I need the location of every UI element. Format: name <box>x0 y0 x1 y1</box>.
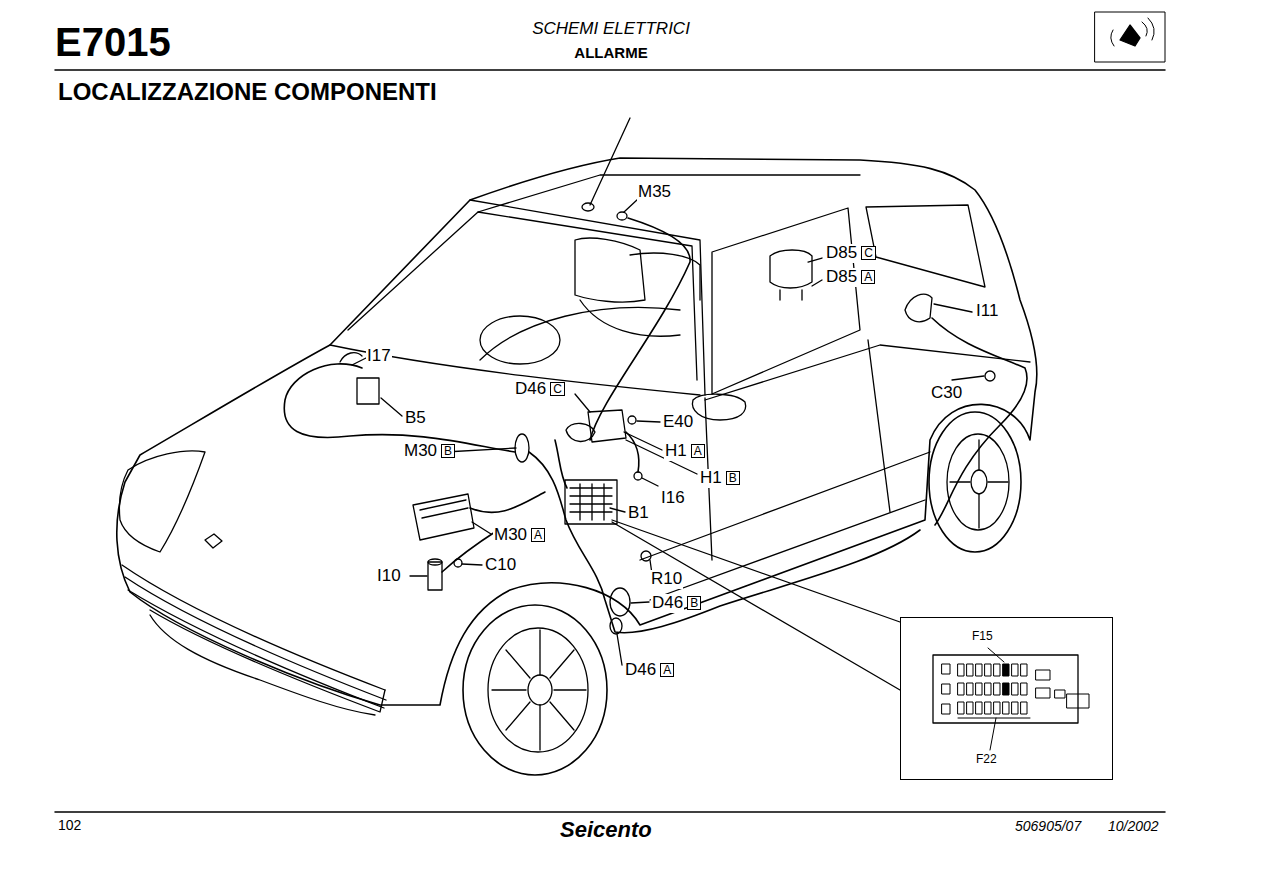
callout-label: D85 <box>825 268 858 287</box>
callout-label: C30 <box>930 384 963 403</box>
page-number: 102 <box>58 818 81 833</box>
callout-label: I16 <box>660 489 686 508</box>
section-subtitle: ALLARME <box>461 45 761 62</box>
callout-label: I11 <box>975 302 999 321</box>
callout-label: E40 <box>662 413 694 432</box>
document-code: 506905/07 <box>1015 819 1081 834</box>
callout-label: H1 <box>664 442 688 461</box>
callout-label: M35 <box>637 183 672 202</box>
callout-label: R10 <box>650 570 683 589</box>
callout-label: D85 <box>825 244 858 263</box>
callout-label: C10 <box>484 556 517 575</box>
connector-callout: D46B <box>651 594 701 613</box>
callout-label: D46 <box>514 380 547 399</box>
callout-label: B1 <box>627 504 650 523</box>
fuse-label: F22 <box>975 753 998 766</box>
section-title: SCHEMI ELETTRICI <box>461 20 761 39</box>
callout-label: B5 <box>404 409 427 428</box>
connector-letter: A <box>691 444 705 458</box>
connector-callout: D46A <box>624 661 674 680</box>
connector-callout: D85C <box>825 244 876 263</box>
callout-label: I17 <box>366 347 392 366</box>
connector-callout: H1A <box>664 442 705 461</box>
connector-callout: M30B <box>403 442 455 461</box>
connector-letter: A <box>861 270 875 284</box>
callout-label: I10 <box>376 567 402 586</box>
connector-letter: C <box>550 382 565 396</box>
connector-letter: A <box>531 528 545 542</box>
callout-label: M30 <box>493 526 528 545</box>
connector-callout: M30A <box>493 526 545 545</box>
connector-letter: B <box>441 444 455 458</box>
model-name: Seicento <box>560 818 652 842</box>
callout-label: M30 <box>403 442 438 461</box>
connector-letter: B <box>726 471 740 485</box>
connector-callout: H1B <box>699 469 740 488</box>
connector-letter: C <box>861 246 876 260</box>
connector-callout: D46C <box>514 380 565 399</box>
connector-letter: A <box>660 663 674 677</box>
document-date: 10/2002 <box>1108 819 1159 834</box>
fuse-box-inset: F15F22 <box>900 617 1113 780</box>
connector-callout: D85A <box>825 268 875 287</box>
callout-label: D46 <box>651 594 684 613</box>
callout-label: D46 <box>624 661 657 680</box>
page-heading: LOCALIZZAZIONE COMPONENTI <box>58 79 437 105</box>
sheet-code: E7015 <box>55 20 171 64</box>
fuse-label: F15 <box>971 630 994 643</box>
connector-letter: B <box>687 596 701 610</box>
callout-label: H1 <box>699 469 723 488</box>
